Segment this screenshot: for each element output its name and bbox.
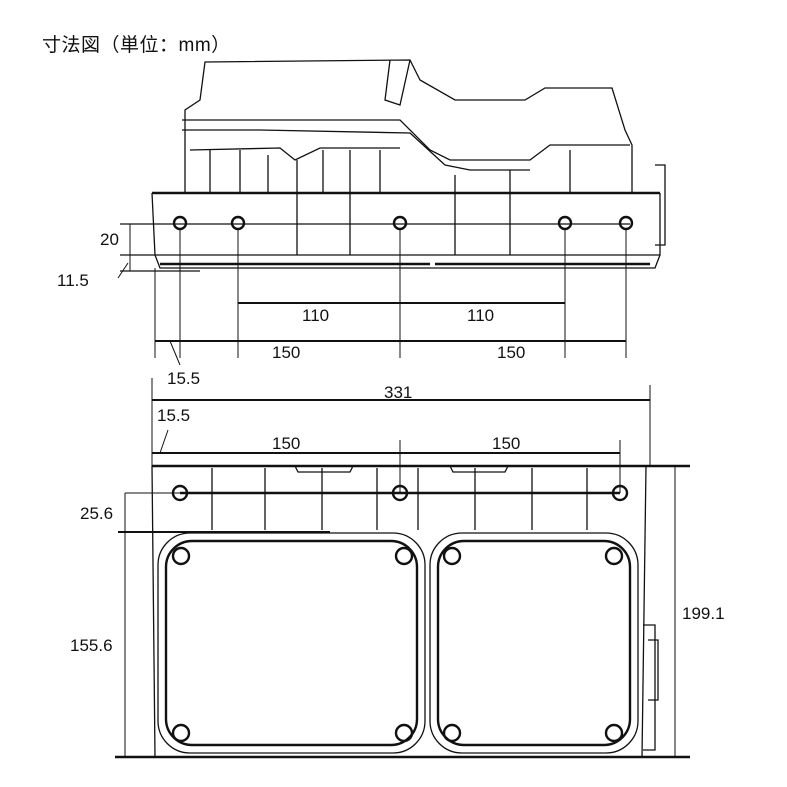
dim-bottom-offset: 11.5 bbox=[57, 271, 89, 290]
dim-edge-offset-top: 15.5 bbox=[157, 406, 190, 425]
top-view: 331 15.5 150 150 25.6 155.6 199.1 bbox=[70, 378, 725, 759]
front-view: 20 11.5 110 110 150 150 15.5 bbox=[57, 59, 666, 388]
dim-hole-to-panel: 25.6 bbox=[80, 504, 113, 523]
dim-pitch-110-left: 110 bbox=[302, 306, 329, 325]
dim-panel-height: 155.6 bbox=[70, 636, 113, 655]
dim-pitch-150-left: 150 bbox=[272, 343, 300, 362]
dim-overall-width: 331 bbox=[384, 383, 412, 402]
dim-pitch-150-right: 150 bbox=[497, 343, 525, 362]
dim-pitch-110-right: 110 bbox=[467, 306, 494, 325]
dim-hole-height: 20 bbox=[100, 230, 119, 249]
dim-pitch-150-left-top: 150 bbox=[272, 434, 300, 453]
dim-edge-offset: 15.5 bbox=[167, 369, 200, 388]
dim-overall-depth: 199.1 bbox=[682, 604, 725, 623]
dim-pitch-150-right-top: 150 bbox=[492, 434, 520, 453]
drawing-title: 寸法図（単位：mm） bbox=[42, 35, 231, 56]
